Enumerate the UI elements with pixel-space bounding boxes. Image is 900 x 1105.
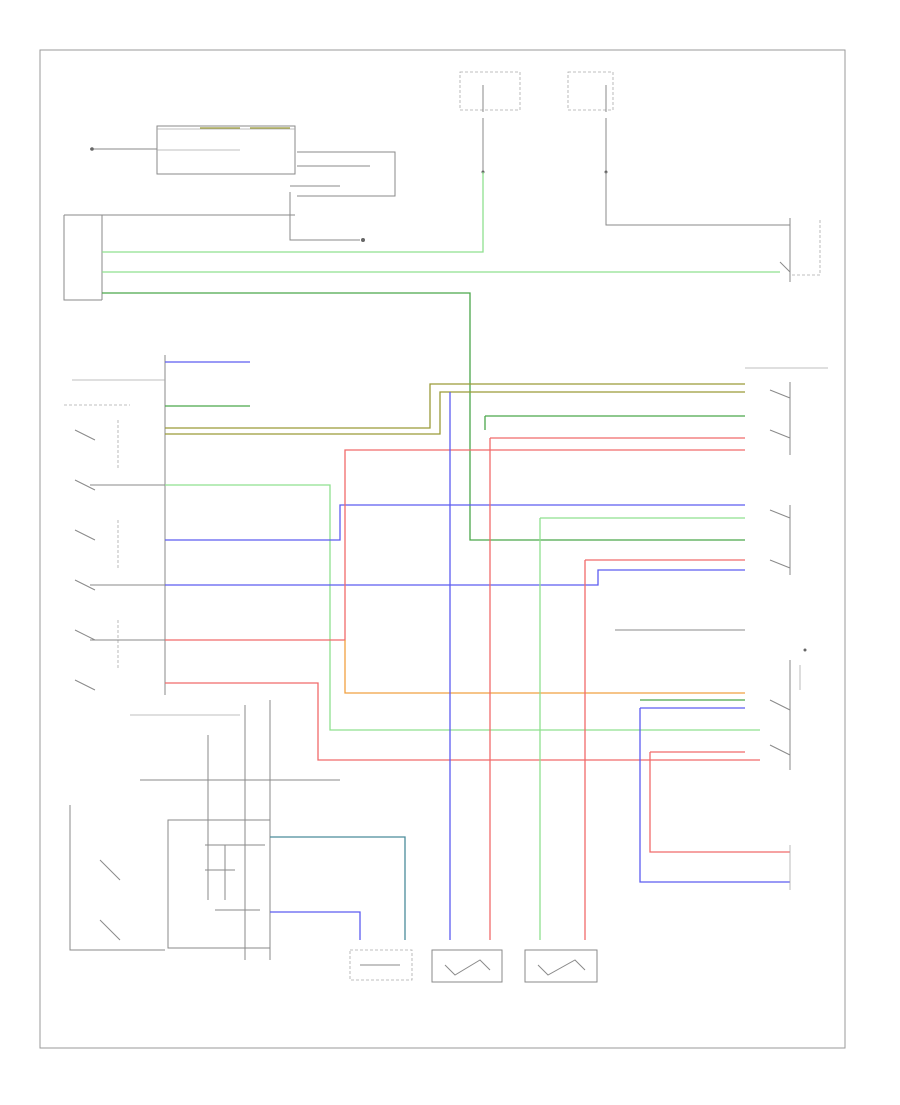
wire-blue-lf <box>270 911 361 940</box>
relay-group <box>779 218 821 282</box>
wire-blue-rf <box>639 707 790 883</box>
wire-dg-main <box>102 292 745 541</box>
wire-olive-1 <box>165 383 745 429</box>
wire-red-rr-motor <box>584 559 745 940</box>
rear-left-switch <box>745 367 828 455</box>
diagram-frame <box>39 49 846 1049</box>
wire-olive-2 <box>165 391 745 435</box>
main-switch-block <box>64 355 166 695</box>
wire-red-lr-motor <box>489 437 745 940</box>
wire-blue-1 <box>165 504 745 541</box>
motor-left-front <box>349 949 413 981</box>
motor-right-rear <box>524 949 598 983</box>
ground-point <box>361 238 365 242</box>
motor-left-rear <box>431 949 503 983</box>
wire-lg-1 <box>102 172 484 253</box>
wire-lg-3 <box>165 484 760 731</box>
wire-green-lr <box>484 415 745 430</box>
lock-switch-block <box>69 700 340 960</box>
fuse-box-left <box>459 71 521 111</box>
window-lock-unit <box>167 819 271 949</box>
wire-orange-1 <box>344 640 745 694</box>
fuse-box-right <box>567 71 614 111</box>
wire-red-rf <box>649 751 790 853</box>
wire-teal <box>270 836 406 940</box>
rear-right-switch <box>769 505 791 575</box>
wire-blue-2 <box>165 569 745 586</box>
right-front-switch <box>769 648 807 770</box>
wire-red-2 <box>165 682 760 761</box>
fuse-box-group <box>459 71 790 226</box>
top-left-connector-group <box>63 125 396 301</box>
wire-red-1 <box>165 449 745 641</box>
wire-green-rr-motor <box>539 517 745 940</box>
